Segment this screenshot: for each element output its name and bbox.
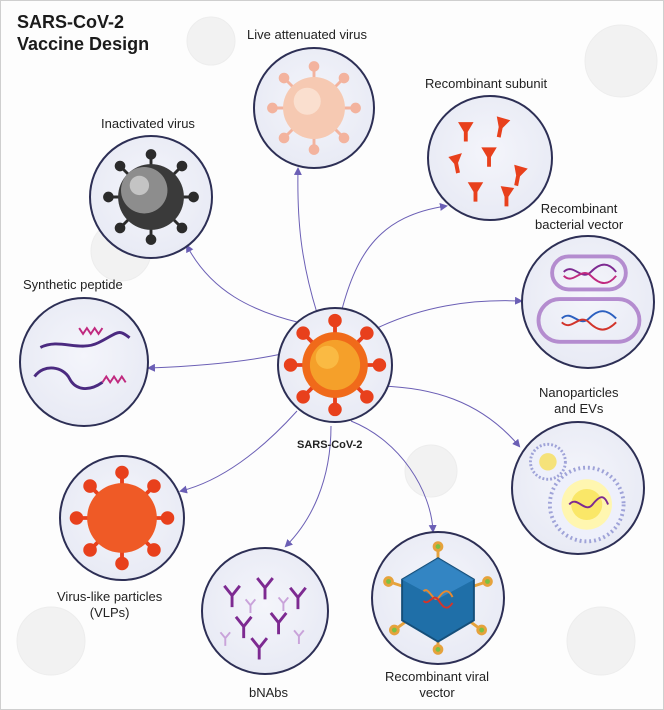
viral-vector-line-2: vector bbox=[419, 685, 455, 700]
label-recombinant-subunit: Recombinant subunit bbox=[425, 76, 548, 91]
title-line-2: Vaccine Design bbox=[17, 34, 150, 54]
label-vlps: Virus-like particles (VLPs) bbox=[57, 589, 162, 621]
node-inactivated bbox=[89, 135, 213, 259]
bacterial-vector-line-1: Recombinant bbox=[540, 201, 618, 216]
viral-vector-icon bbox=[383, 541, 493, 655]
spike-protein-icon bbox=[448, 116, 528, 207]
node-synthetic-peptide bbox=[19, 297, 149, 427]
arrow-to-bacterial bbox=[370, 296, 523, 332]
vlps-line-1: Virus-like particles bbox=[57, 589, 163, 604]
inactivated-virus-icon bbox=[103, 149, 199, 245]
vlps-line-2: (VLPs) bbox=[89, 605, 130, 620]
title-line-1: SARS-CoV-2 bbox=[17, 12, 125, 32]
bacterial-vector-line-2: bacterial vector bbox=[535, 217, 624, 232]
node-vlps bbox=[59, 455, 185, 581]
label-synthetic-peptide: Synthetic peptide bbox=[23, 277, 123, 292]
nanoparticle-icon bbox=[529, 442, 626, 544]
label-live-attenuated: Live attenuated virus bbox=[247, 27, 367, 42]
attenuated-virus-icon bbox=[267, 61, 361, 155]
nanoparticles-line-2: and EVs bbox=[554, 401, 604, 416]
label-viral-vector: Recombinant viral vector bbox=[385, 669, 489, 701]
peptide-chain-icon bbox=[33, 326, 131, 390]
nanoparticles-line-1: Nanoparticles bbox=[539, 385, 619, 400]
antibody-icon bbox=[219, 577, 307, 660]
center-node bbox=[277, 307, 393, 423]
arrow-to-live-attenuated bbox=[293, 167, 318, 314]
label-bnabs: bNAbs bbox=[249, 685, 289, 700]
node-viral-vector bbox=[371, 531, 505, 665]
arrow-to-inactivated bbox=[186, 244, 302, 324]
bacteria-plasmid-icon bbox=[536, 254, 642, 344]
label-inactivated: Inactivated virus bbox=[101, 116, 195, 131]
node-bacterial-vector bbox=[521, 235, 655, 369]
arrow-to-vlps bbox=[179, 410, 298, 494]
node-bnabs bbox=[201, 547, 329, 675]
label-bacterial-vector: Recombinant bacterial vector bbox=[535, 201, 623, 233]
node-live-attenuated bbox=[253, 47, 375, 169]
diagram-title: SARS-CoV-2 Vaccine Design bbox=[17, 11, 149, 55]
node-nanoparticles bbox=[511, 421, 645, 555]
arrow-to-subunit bbox=[340, 202, 448, 314]
label-nanoparticles: Nanoparticles and EVs bbox=[539, 385, 619, 417]
arrow-to-viral-vector bbox=[350, 420, 437, 533]
viral-vector-line-1: Recombinant viral bbox=[385, 669, 490, 684]
arrow-to-bnabs bbox=[284, 425, 332, 548]
node-recombinant-subunit bbox=[427, 95, 553, 221]
arrow-to-peptide bbox=[147, 352, 287, 372]
center-label: SARS-CoV-2 bbox=[297, 439, 363, 451]
coronavirus-icon bbox=[283, 313, 387, 417]
vlp-icon bbox=[69, 465, 175, 571]
arrow-to-nanoparticles bbox=[372, 385, 521, 448]
